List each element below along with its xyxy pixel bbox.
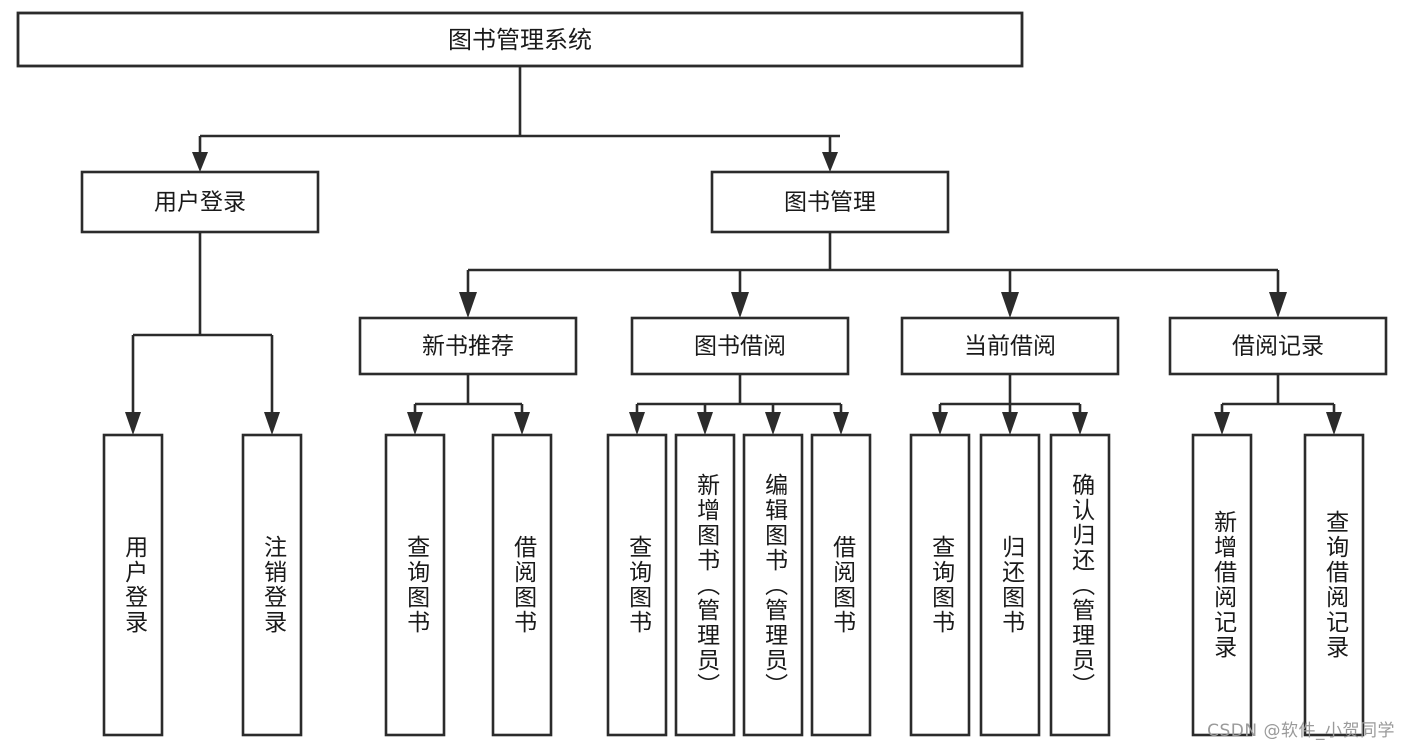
arrowhead-newbook-l2: [514, 412, 530, 435]
node-book-borrow-rect[interactable]: [630, 316, 850, 376]
node-root-label: 图书管理系统: [448, 26, 592, 54]
arrowhead-userlogin-l2: [264, 412, 280, 435]
node-user-login-rect[interactable]: [80, 170, 320, 234]
leaf-rect-user-login-1[interactable]: [241, 433, 303, 737]
node-current-borrow[interactable]: 当前借阅: [900, 316, 1120, 376]
node-user-login[interactable]: 用户登录: [80, 170, 320, 234]
node-new-book-recommend-label: 新书推荐: [422, 334, 514, 360]
nodes-group: 图书管理系统 用户登录 图书管理 新书推荐 图书借阅 当前: [16, 11, 1388, 737]
csdn-watermark: CSDN @软件_小贺同学: [1207, 721, 1395, 741]
leaf-rect-book-borrow-0[interactable]: [606, 433, 668, 737]
arrowhead-bookborrow-l1: [629, 412, 645, 435]
leaf-rect-current-borrow-2[interactable]: [1049, 433, 1111, 737]
node-root-rect[interactable]: [16, 11, 1024, 68]
arrowhead-newbook-l1: [407, 412, 423, 435]
node-user-login-label: 用户登录: [154, 190, 246, 216]
leaf-rect-current-borrow-1[interactable]: [979, 433, 1041, 737]
arrowhead-bookborrow: [731, 292, 749, 318]
leaf-rect-borrow-records-0[interactable]: [1191, 433, 1253, 737]
leaf-rect-current-borrow-0[interactable]: [909, 433, 971, 737]
node-book-borrow[interactable]: 图书借阅: [630, 316, 850, 376]
node-book-manage[interactable]: 图书管理: [710, 170, 950, 234]
node-new-book-recommend[interactable]: 新书推荐: [358, 316, 578, 376]
edges-group: [125, 66, 1342, 435]
arrowhead-borrowrecords: [1269, 292, 1287, 318]
arrowhead-borrowrecords-l1: [1214, 412, 1230, 435]
leaf-rect-book-borrow-3[interactable]: [810, 433, 872, 737]
arrowhead-currentborrow-l3: [1072, 412, 1088, 435]
node-book-manage-label: 图书管理: [784, 190, 876, 216]
leaf-rect-new-book-1[interactable]: [491, 433, 553, 737]
arrowhead-bookborrow-l2: [697, 412, 713, 435]
node-borrow-records-rect[interactable]: [1168, 316, 1388, 376]
node-borrow-records[interactable]: 借阅记录: [1168, 316, 1388, 376]
arrowhead-currentborrow: [1001, 292, 1019, 318]
leaf-rect-borrow-records-1[interactable]: [1303, 433, 1365, 737]
node-new-book-recommend-rect[interactable]: [358, 316, 578, 376]
leaf-rect-new-book-0[interactable]: [384, 433, 446, 737]
node-current-borrow-label: 当前借阅: [964, 334, 1056, 360]
arrowhead-book-manage: [822, 152, 838, 172]
arrowhead-borrowrecords-l2: [1326, 412, 1342, 435]
node-borrow-records-label: 借阅记录: [1232, 334, 1324, 360]
node-book-borrow-label: 图书借阅: [694, 334, 786, 360]
arrowhead-currentborrow-l1: [932, 412, 948, 435]
leaf-rect-book-borrow-2[interactable]: [742, 433, 804, 737]
arrowhead-newbook: [459, 292, 477, 318]
node-current-borrow-rect[interactable]: [900, 316, 1120, 376]
arrowhead-currentborrow-l2: [1002, 412, 1018, 435]
arrowhead-bookborrow-l3: [765, 412, 781, 435]
node-book-manage-rect[interactable]: [710, 170, 950, 234]
leaf-rect-book-borrow-1[interactable]: [674, 433, 736, 737]
arrowhead-userlogin-l1: [125, 412, 141, 435]
arrowhead-user-login: [192, 152, 208, 172]
arrowhead-bookborrow-l4: [833, 412, 849, 435]
leaf-rect-user-login-0[interactable]: [102, 433, 164, 737]
node-root[interactable]: 图书管理系统: [16, 11, 1024, 68]
